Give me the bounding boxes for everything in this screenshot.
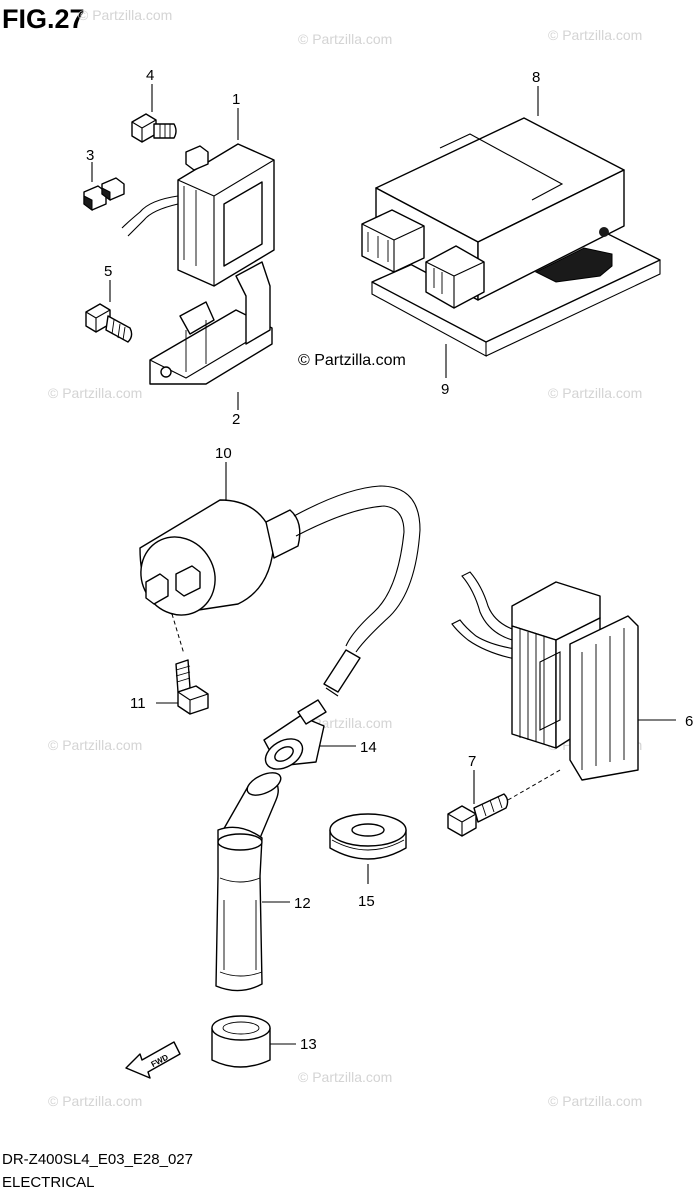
callout-11: 11 <box>130 695 146 712</box>
watermark: © Partzilla.com <box>548 385 642 401</box>
watermark: © Partzilla.com <box>48 385 142 401</box>
watermark: © Partzilla.com <box>48 737 142 753</box>
fwd-arrow-icon: FWD <box>125 1041 181 1079</box>
callout-9: 9 <box>441 381 449 398</box>
part-13-cover <box>211 1015 271 1068</box>
watermark: © Partzilla.com <box>548 27 642 43</box>
watermark: © Partzilla.com <box>548 1093 642 1109</box>
watermark: © Partzilla.com <box>298 31 392 47</box>
callout-2: 2 <box>232 411 240 428</box>
watermark-group: © Partzilla.com © Partzilla.com © Partzi… <box>48 7 642 1109</box>
callout-15: 15 <box>358 893 375 910</box>
copyright-notice: © Partzilla.com <box>298 352 406 369</box>
watermark: © Partzilla.com <box>298 1069 392 1085</box>
callout-14: 14 <box>360 739 377 756</box>
callout-13: 13 <box>300 1036 317 1053</box>
part-15-grommet <box>329 813 407 860</box>
callout-7: 7 <box>468 753 476 770</box>
callout-8: 8 <box>532 69 540 86</box>
watermark: © Partzilla.com <box>78 7 172 23</box>
part-8-cdi-unit <box>361 117 625 309</box>
callout-12: 12 <box>294 895 311 912</box>
diagram-section-name: ELECTRICAL <box>2 1174 95 1191</box>
callout-6: 6 <box>685 713 693 730</box>
part-12-spark-plug-cap <box>215 772 282 992</box>
part-10-ignition-coil <box>139 485 421 697</box>
figure-title: FIG.27 <box>2 4 85 34</box>
watermark: © Partzilla.com <box>48 1093 142 1109</box>
callout-1: 1 <box>232 91 240 108</box>
part-2-bracket <box>149 261 273 385</box>
diagram-code: DR-Z400SL4_E03_E28_027 <box>2 1151 193 1168</box>
part-4-bolt <box>131 113 177 143</box>
part-14-cap <box>263 699 327 770</box>
part-6-regulator <box>451 571 639 781</box>
callout-4: 4 <box>146 67 154 84</box>
callout-3: 3 <box>86 147 94 164</box>
part-3-connector <box>83 177 125 211</box>
part-11-bolt <box>175 659 209 715</box>
part-1-relay <box>121 143 275 287</box>
callout-10: 10 <box>215 445 232 462</box>
part-7-bolt <box>447 793 509 837</box>
callout-5: 5 <box>104 263 112 280</box>
part-5-bolt <box>85 303 133 343</box>
